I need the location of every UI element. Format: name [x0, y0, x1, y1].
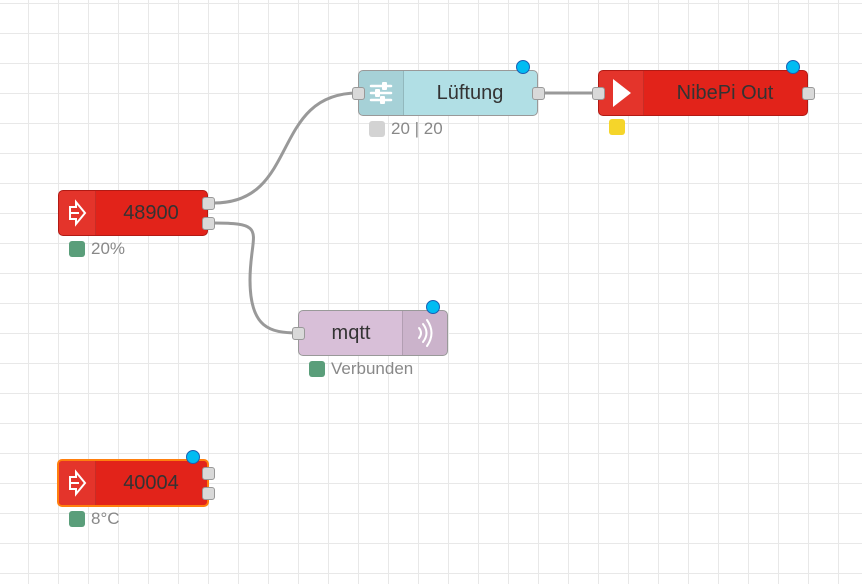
status-dot-green	[309, 361, 325, 377]
node-mqtt-status: Verbunden	[309, 359, 413, 379]
node-luftung-label: Lüftung	[436, 81, 504, 104]
node-luftung[interactable]: Lüftung	[358, 70, 538, 116]
node-nibepi-out-label: NibePi Out	[676, 81, 774, 104]
node-48900-label: 48900	[123, 201, 179, 224]
node-48900-status-text: 20%	[91, 239, 126, 258]
signal-icon	[402, 311, 447, 355]
changed-indicator	[426, 300, 440, 314]
node-40004-output-port-2[interactable]	[202, 487, 215, 500]
status-dot-grey	[369, 121, 385, 137]
node-nibepi-out-status	[609, 119, 631, 135]
node-luftung-status: 20 | 20	[369, 119, 443, 139]
node-mqtt-status-text: Verbunden	[331, 359, 414, 378]
node-40004-status: 8°C	[69, 509, 120, 529]
node-40004-status-text: 8°C	[91, 509, 120, 528]
changed-indicator	[786, 60, 800, 74]
status-dot-yellow	[609, 119, 625, 135]
node-48900[interactable]: 48900	[58, 190, 208, 236]
node-40004-output-port-1[interactable]	[202, 467, 215, 480]
node-48900-status: 20%	[69, 239, 125, 259]
arrow-right-icon	[599, 71, 644, 115]
nibe-input-icon	[59, 191, 96, 235]
node-nibepi-out-input-port[interactable]	[592, 87, 605, 100]
nibe-input-icon	[59, 461, 96, 505]
node-luftung-status-text: 20 | 20	[391, 119, 443, 138]
node-mqtt-input-port[interactable]	[292, 327, 305, 340]
node-luftung-input-port[interactable]	[352, 87, 365, 100]
wire-48900-luftung[interactable]	[213, 91, 359, 205]
node-luftung-output-port[interactable]	[532, 87, 545, 100]
changed-indicator	[186, 450, 200, 464]
node-48900-output-port-2[interactable]	[202, 217, 215, 230]
status-dot-green	[69, 511, 85, 527]
node-40004-label: 40004	[123, 471, 179, 494]
node-mqtt-label: mqtt	[331, 321, 371, 344]
wire-48900-mqtt[interactable]	[213, 221, 299, 335]
node-40004[interactable]: 40004	[57, 459, 209, 507]
sliders-icon	[359, 71, 404, 115]
node-mqtt[interactable]: mqtt	[298, 310, 448, 356]
changed-indicator	[516, 60, 530, 74]
node-nibepi-out[interactable]: NibePi Out	[598, 70, 808, 116]
status-dot-green	[69, 241, 85, 257]
node-48900-output-port-1[interactable]	[202, 197, 215, 210]
node-nibepi-out-output-port[interactable]	[802, 87, 815, 100]
